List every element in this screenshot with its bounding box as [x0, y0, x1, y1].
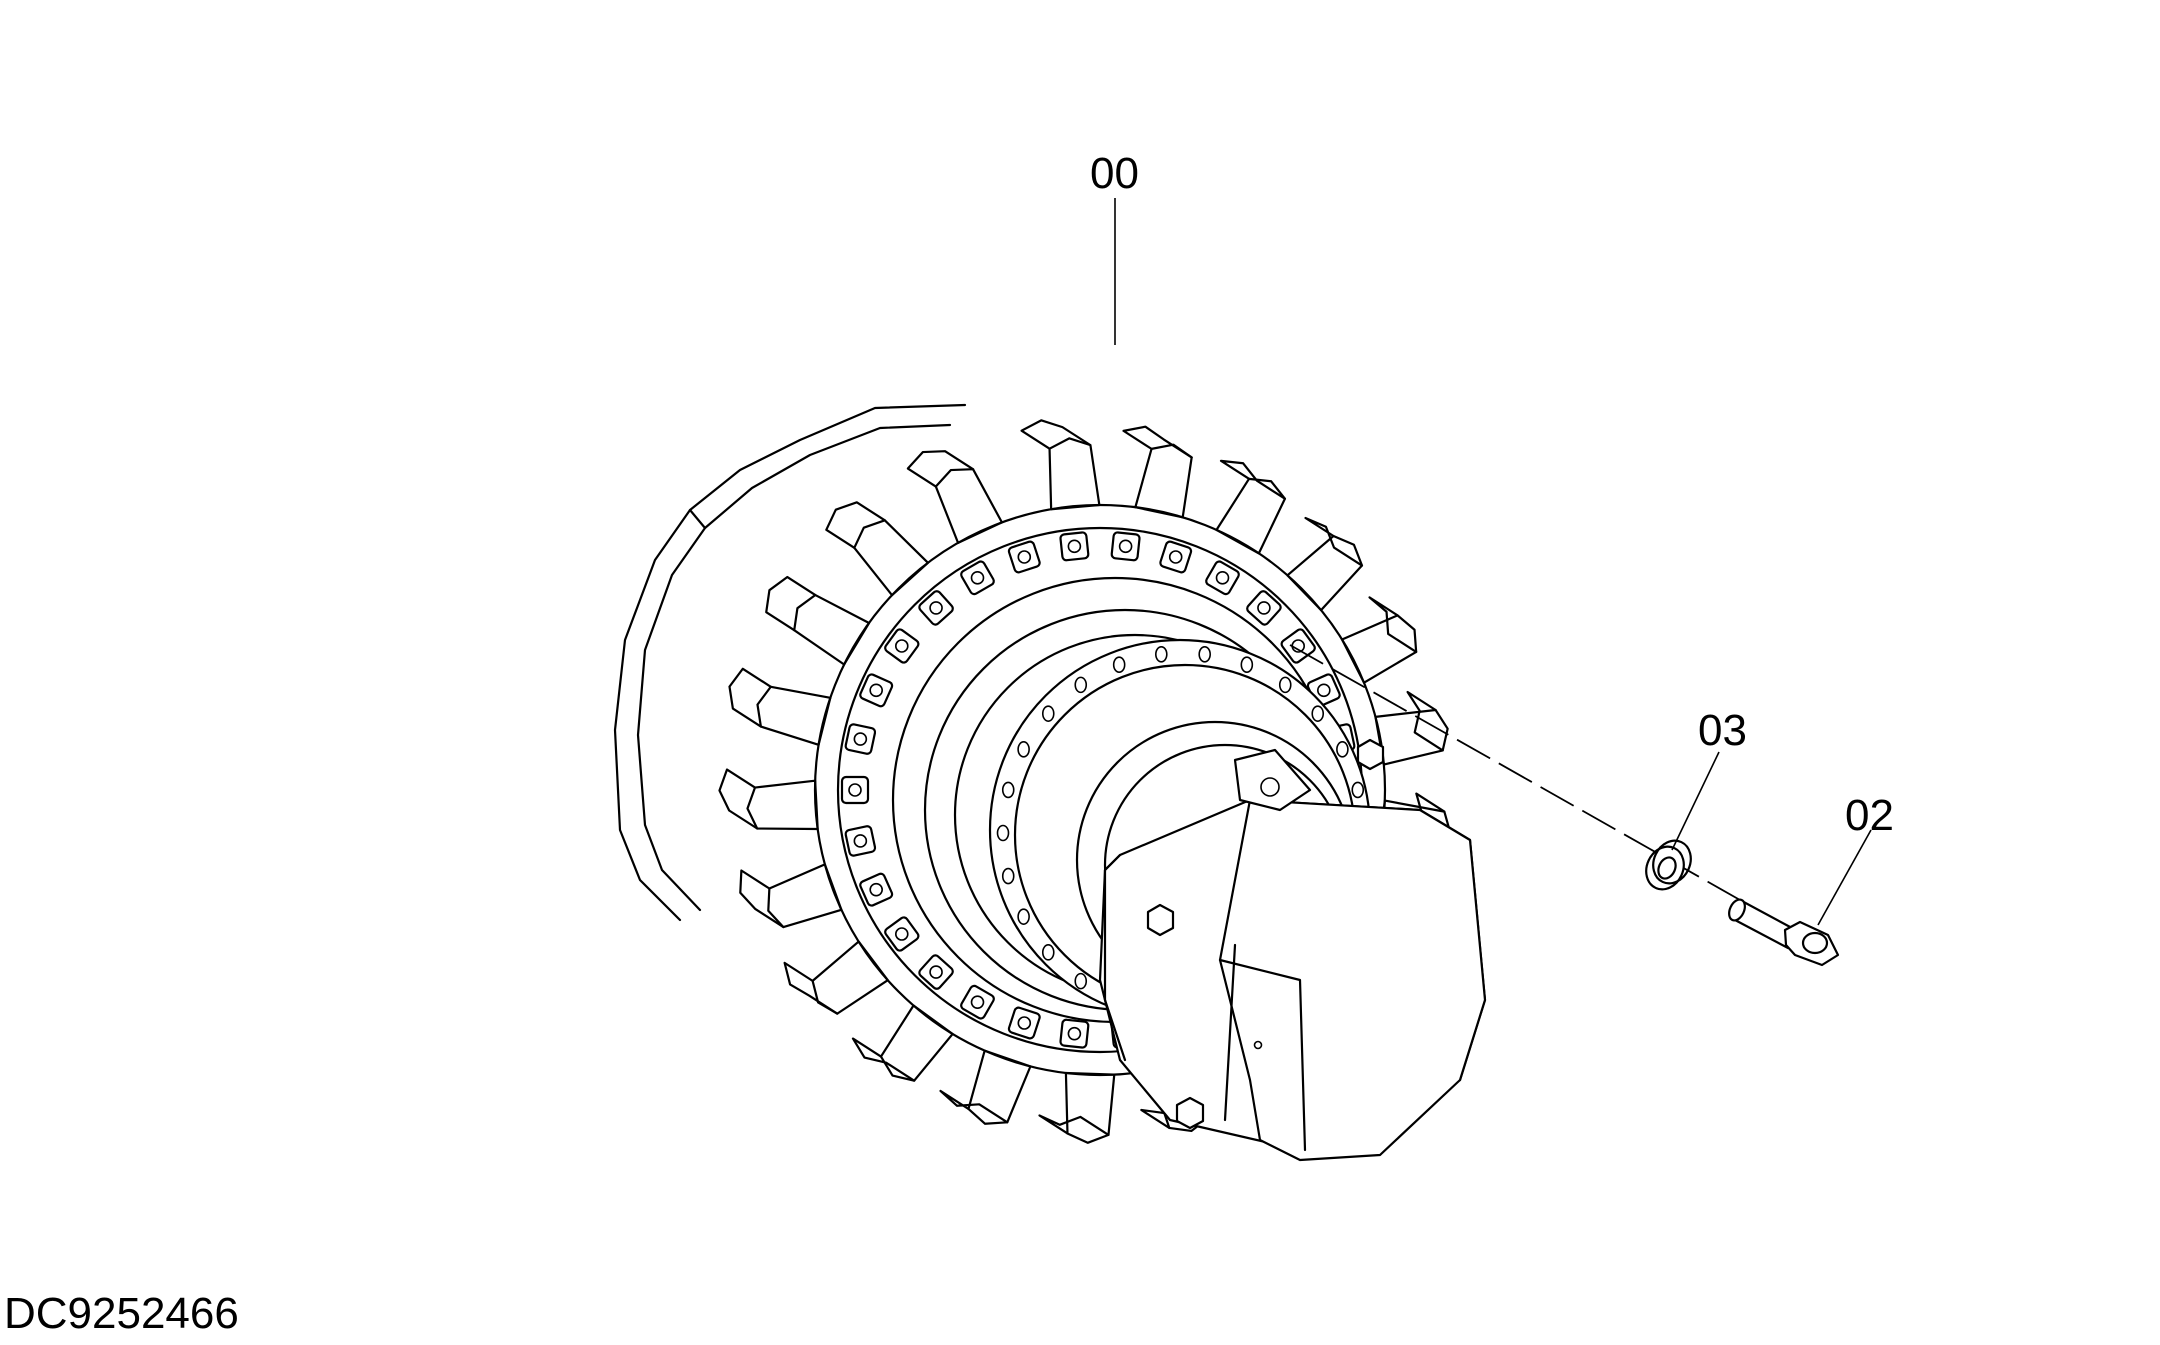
segment-bolt-head	[1110, 531, 1141, 562]
sprocket-tooth	[1286, 516, 1364, 612]
bolt[interactable]	[1726, 897, 1840, 967]
segment-bolt-head	[1246, 590, 1282, 626]
flange-hole	[1311, 705, 1325, 722]
segment-bolt-head	[859, 872, 894, 907]
callout-bolt: 02	[1845, 791, 1894, 840]
segment-bolt-head	[918, 954, 954, 990]
segment-bolt-head	[1205, 560, 1240, 596]
flange-hole	[1074, 676, 1088, 694]
flange-hole	[1112, 656, 1126, 673]
segment-bolt-head	[1007, 1006, 1041, 1040]
segment-bolt-head	[1007, 540, 1041, 574]
flange-hole	[1041, 705, 1055, 722]
flange-hole	[1351, 781, 1365, 799]
sprocket-tooth	[1122, 425, 1193, 519]
sprocket-tooth	[718, 768, 819, 831]
flange-hole	[1001, 781, 1015, 799]
segment-bolt-head	[960, 984, 995, 1020]
segment-bolt-head	[859, 673, 894, 708]
assembly-axis-line	[1289, 644, 1741, 901]
sprocket-tooth	[739, 863, 843, 929]
sprocket-tooth	[728, 667, 832, 746]
sprocket-tooth	[765, 575, 871, 666]
callout-sprocket: 00	[1090, 149, 1139, 198]
sprocket-tooth	[783, 940, 889, 1015]
flange-hole	[996, 824, 1010, 842]
sprocket-tooth	[1215, 459, 1287, 555]
sprocket-tooth	[1340, 596, 1418, 684]
segment-bolt-head	[1059, 531, 1090, 562]
segment-bolt-head	[844, 723, 877, 755]
sprocket-tooth	[1020, 419, 1101, 511]
flange-hole	[1336, 741, 1349, 758]
segment-bolt-head	[1059, 1018, 1090, 1049]
callout-washer: 03	[1698, 706, 1747, 755]
flange-hole	[1017, 908, 1030, 925]
sprocket-tooth	[825, 501, 930, 597]
washer[interactable]	[1639, 834, 1697, 895]
segment-bolt-head	[1159, 540, 1193, 574]
flange-hole	[1074, 972, 1088, 990]
leader-line-bolt	[1817, 829, 1872, 926]
flange-hole	[1001, 867, 1015, 885]
flange-hole	[1278, 676, 1292, 694]
flange-hole	[1198, 646, 1211, 663]
drawing-id: DC9252466	[4, 1289, 239, 1338]
segment-bolt-head	[840, 775, 870, 805]
sprocket-rear-rim	[613, 403, 967, 922]
segment-bolt-head	[884, 916, 920, 952]
segment-bolt-head	[884, 628, 920, 664]
segment-bolt-head	[918, 590, 954, 626]
sprocket-tooth	[1038, 1071, 1116, 1144]
sprocket-tooth	[851, 1004, 954, 1082]
flange-hole	[1240, 656, 1254, 673]
flange-hole	[1017, 741, 1030, 758]
travel-motor	[1098, 738, 1487, 1162]
flange-hole	[1155, 646, 1168, 663]
segment-bolt-head	[844, 825, 877, 857]
leader-line-washer	[1671, 751, 1720, 851]
segment-bolt-head	[960, 560, 995, 596]
flange-hole	[1041, 944, 1055, 961]
